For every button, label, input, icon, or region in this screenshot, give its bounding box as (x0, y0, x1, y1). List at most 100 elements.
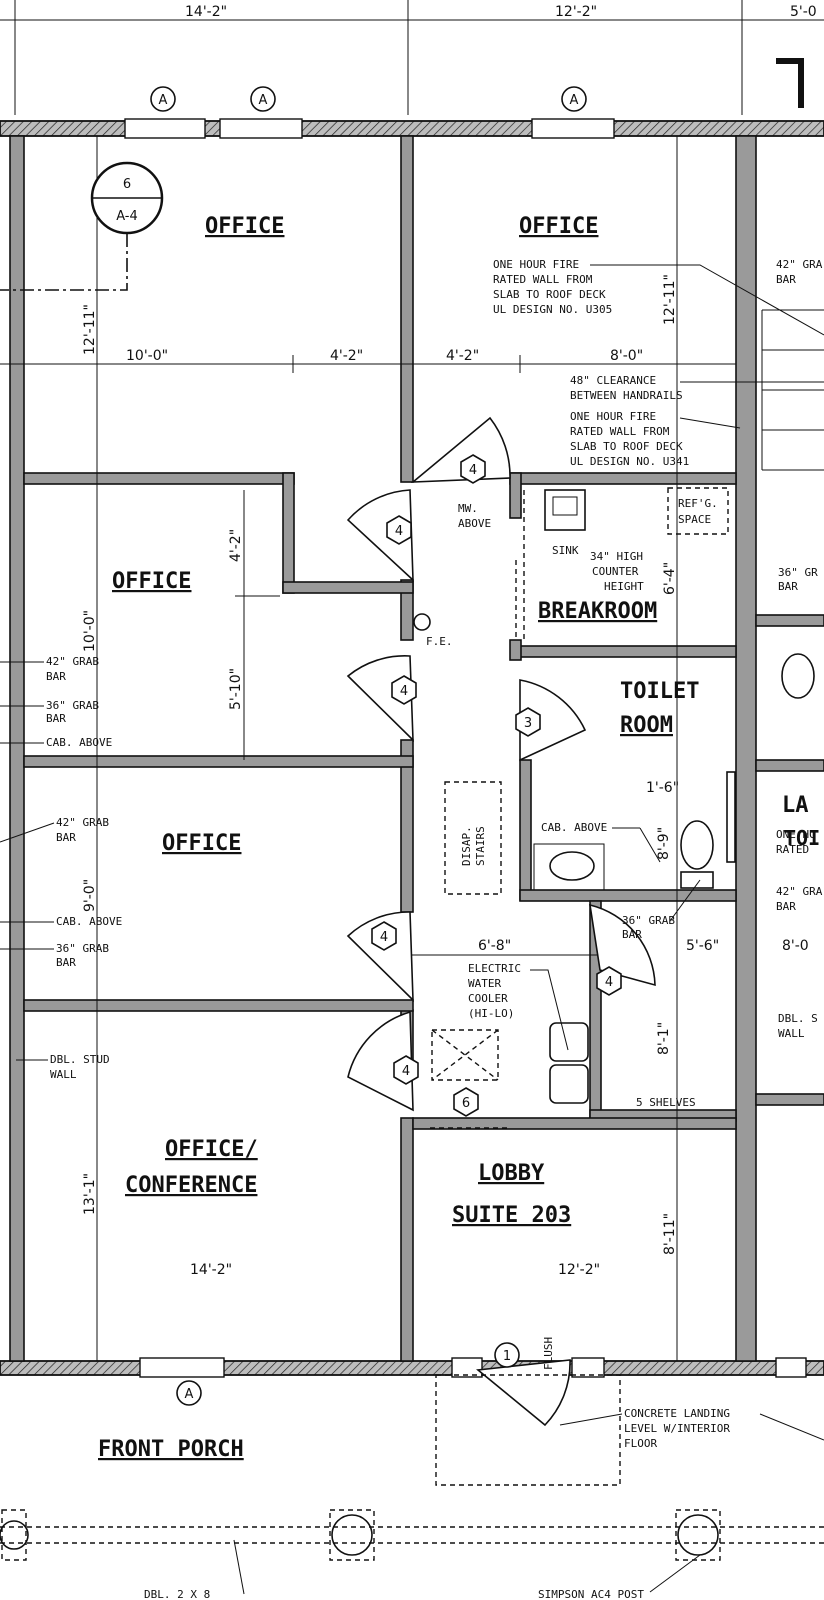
svg-text:TOI: TOI (784, 826, 820, 850)
dim-top-5-0: 5'-0 (790, 4, 817, 20)
interior-walls (9, 135, 824, 1362)
notes-concrete: CONCRETE LANDING LEVEL W/INTERIOR FLOOR (559, 1407, 824, 1450)
note-counter: 34" HIGH (590, 550, 643, 563)
svg-text:36" GRAB: 36" GRAB (46, 699, 99, 712)
dim-4-2-vertical: 4'-2" (228, 529, 244, 562)
note-shelves: 5 SHELVES (636, 1096, 696, 1109)
svg-text:36" GRAB: 36" GRAB (622, 914, 675, 927)
dim-1-6: 1'-6" (646, 780, 679, 796)
sink-icon (544, 489, 586, 531)
exterior-wall-bottom (0, 1360, 824, 1376)
door-tag: 4 (469, 463, 477, 478)
room-label-suite: SUITE 203 (452, 1203, 571, 1228)
svg-text:UL DESIGN NO. U341: UL DESIGN NO. U341 (570, 455, 689, 468)
window (124, 118, 206, 139)
svg-text:COOLER: COOLER (468, 992, 508, 1005)
svg-text:DBL. S: DBL. S (778, 1012, 818, 1025)
door-tag: 4 (380, 930, 388, 945)
notes-toilet: CAB. ABOVE 36" GRAB BAR (541, 821, 701, 941)
dimension-lines (0, 136, 736, 1361)
dim-top-12-2: 12'-2" (555, 4, 597, 20)
svg-text:48" CLEARANCE: 48" CLEARANCE (570, 374, 656, 387)
svg-text:RATED WALL FROM: RATED WALL FROM (493, 273, 593, 286)
grab-bar-icon (726, 771, 736, 863)
svg-text:RATED WALL FROM: RATED WALL FROM (570, 425, 670, 438)
room-label-office-2: OFFICE (519, 214, 598, 239)
dim-5-6: 5'-6" (686, 938, 719, 954)
room-label-lobby: LOBBY (478, 1161, 545, 1186)
svg-text:LA: LA (782, 793, 809, 818)
note-stairs: STAIRS (474, 826, 487, 866)
dim-8-0: 8'-0" (610, 348, 643, 364)
notes-fire-wall-1: ONE HOUR FIRE RATED WALL FROM SLAB TO RO… (493, 258, 824, 336)
svg-text:BAR: BAR (778, 580, 798, 593)
toilet-icon (680, 820, 714, 870)
lavatory-icon (549, 851, 595, 881)
room-label-office-3: OFFICE (112, 569, 191, 594)
window (571, 1357, 605, 1378)
exterior-wall-top (0, 120, 824, 137)
svg-text:BAR: BAR (56, 831, 76, 844)
svg-text:BAR: BAR (56, 956, 76, 969)
door-tags: 4 4 4 3 4 4 4 6 1 (371, 454, 622, 1368)
svg-text:42" GRAB: 42" GRAB (46, 655, 99, 668)
window (219, 118, 303, 139)
svg-text:SLAB TO ROOF DECK: SLAB TO ROOF DECK (570, 440, 683, 453)
dim-6-8: 6'-8" (478, 938, 511, 954)
column-mark-vertical (798, 58, 804, 108)
svg-text:42" GRA: 42" GRA (776, 258, 823, 271)
svg-text:ELECTRIC: ELECTRIC (468, 962, 521, 975)
door-tag: 4 (402, 1064, 410, 1079)
room-label-office-4: OFFICE (162, 831, 241, 856)
window (451, 1357, 483, 1378)
note-sink: SINK (552, 544, 579, 557)
dim-13-1: 13'-1" (82, 1173, 98, 1215)
note-disap: DISAP. (460, 826, 473, 866)
svg-text:CAB. ABOVE: CAB. ABOVE (56, 915, 122, 928)
detail-sheet: A-4 (116, 209, 138, 224)
svg-text:CONCRETE LANDING: CONCRETE LANDING (624, 1407, 730, 1420)
attic-access-outline (431, 1029, 499, 1081)
room-label-conference: OFFICE/ (165, 1137, 258, 1162)
svg-text:BAR: BAR (46, 712, 66, 725)
notes-left-office-3: 42" GRAB BAR 36" GRAB BAR CAB. ABOVE (0, 655, 112, 749)
note-mw: MW. (458, 502, 478, 515)
svg-text:ONE HO: ONE HO (776, 828, 816, 841)
post-icon (677, 1514, 719, 1556)
water-cooler-icon (549, 1064, 589, 1104)
dim-top-14-2: 14'-2" (185, 4, 227, 20)
notes-fire-wall-2: ONE HOUR FIRE RATED WALL FROM SLAB TO RO… (570, 410, 741, 468)
detail-number: 6 (123, 177, 131, 192)
window-tags-top: A A A (150, 86, 587, 112)
svg-text:BAR: BAR (46, 670, 66, 683)
notes-dbl-stud: DBL. STUD WALL (16, 1053, 110, 1081)
dim-9-0: 9'-0" (82, 879, 98, 912)
window-tag: A (570, 93, 579, 108)
dim-12-11: 12'-11" (662, 274, 678, 325)
note-counter: COUNTER (592, 565, 639, 578)
dim-4-2: 4'-2" (330, 348, 363, 364)
svg-text:CAB. ABOVE: CAB. ABOVE (541, 821, 607, 834)
dim-12-11: 12'-11" (82, 304, 98, 355)
window-tag: A (185, 1387, 194, 1402)
dim-10-0-vertical: 10'-0" (82, 610, 98, 652)
notes-left-office-4: 42" GRAB BAR CAB. ABOVE 36" GRAB BAR (0, 816, 122, 969)
dim-5-10: 5'-10" (228, 668, 244, 710)
svg-text:SLAB TO ROOF DECK: SLAB TO ROOF DECK (493, 288, 606, 301)
window (775, 1357, 807, 1378)
porch-structure (0, 1374, 824, 1561)
door-tag: 1 (503, 1349, 511, 1364)
room-label-toilet-2: ROOM (620, 713, 673, 738)
note-dbl-2x: DBL. 2 X 8 (144, 1588, 210, 1600)
window-tag: A (259, 93, 268, 108)
svg-text:DBL. STUD: DBL. STUD (50, 1053, 110, 1066)
dim-8-0-right: 8'-0 (782, 938, 809, 954)
dim-6-4: 6'-4" (662, 562, 678, 595)
svg-text:ONE HOUR FIRE: ONE HOUR FIRE (493, 258, 579, 271)
note-flush: FLUSH (542, 1337, 555, 1370)
svg-text:BAR: BAR (622, 928, 642, 941)
dim-10-0: 10'-0" (126, 348, 168, 364)
top-dimension-strip: 14'-2" 12'-2" 5'-0 (0, 0, 824, 115)
svg-text:WALL: WALL (50, 1068, 77, 1081)
